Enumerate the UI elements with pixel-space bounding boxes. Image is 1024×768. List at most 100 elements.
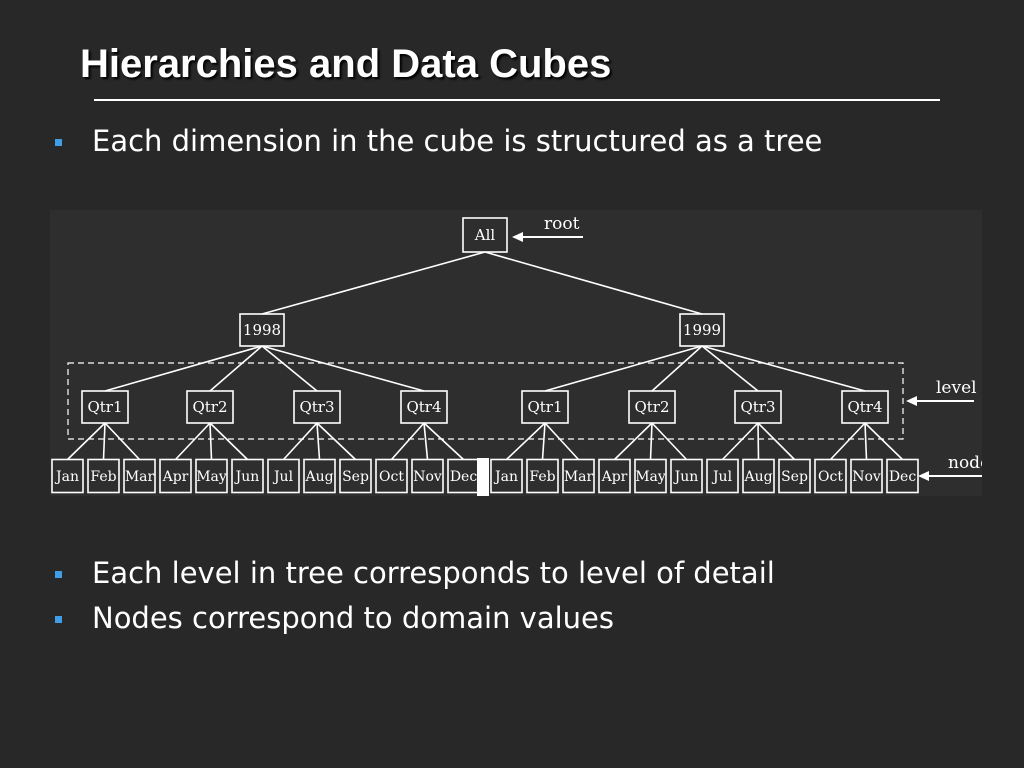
year-to-quarter-edge (209, 345, 263, 392)
quarter-to-month-edge (613, 422, 653, 461)
quarter-to-month-edge (316, 422, 321, 460)
month-node-box (634, 458, 667, 494)
month-node-box (447, 458, 480, 494)
year-to-quarter-edge (261, 345, 318, 392)
level-bracket (67, 362, 904, 440)
month-node-box (231, 458, 264, 494)
quarter-to-month-edge (282, 422, 318, 461)
year-to-quarter-edge (701, 345, 759, 392)
month-node-label: Dec (450, 469, 478, 485)
month-node-label: May (196, 469, 227, 485)
quarter-to-month-edge (102, 422, 106, 460)
month-node-label: Nov (852, 469, 881, 485)
year-node-label: 1998 (243, 321, 281, 339)
root-to-year-edge (484, 251, 703, 315)
root-node-box (462, 217, 508, 253)
month-node-box (742, 458, 775, 494)
quarter-to-month-edge (544, 422, 580, 461)
slide-title: Hierarchies and Data Cubes (80, 42, 612, 86)
root-annotation-arrow-head (512, 232, 523, 242)
month-node-label: Feb (90, 469, 116, 485)
month-node-box (339, 458, 372, 494)
month-node-box (850, 458, 883, 494)
node-annotation-arrow-head (918, 471, 929, 481)
year-node-label: 1999 (683, 321, 721, 339)
month-node-label: Nov (413, 469, 442, 485)
quarter-node-box (81, 390, 129, 424)
quarter-to-month-edge (651, 422, 688, 461)
year-node-box (679, 313, 725, 347)
quarter-node-label: Qtr3 (740, 398, 775, 416)
quarter-to-month-edge (505, 422, 546, 461)
month-node-label: Sep (781, 469, 808, 485)
quarter-node-label: Qtr3 (299, 398, 334, 416)
quarter-to-month-edge (390, 422, 425, 461)
month-node-label: Aug (304, 469, 333, 485)
month-node-label: Aug (743, 469, 772, 485)
quarter-node-label: Qtr2 (192, 398, 227, 416)
month-node-box (195, 458, 228, 494)
root-annotation-label: root (544, 214, 580, 234)
month-node-label: Jul (272, 469, 294, 485)
month-node-label: Apr (162, 469, 189, 485)
quarter-node-box (841, 390, 889, 424)
month-node-label: Mar (125, 469, 155, 485)
month-node-box (526, 458, 559, 494)
month-node-box (303, 458, 336, 494)
quarter-node-box (521, 390, 569, 424)
bullet-marker-icon (55, 139, 62, 146)
year-to-quarter-edge (261, 345, 425, 392)
quarter-to-month-edge (423, 422, 465, 461)
diagram-background (50, 210, 982, 496)
quarter-node-box (186, 390, 234, 424)
level-annotation-arrow-head (906, 396, 917, 406)
month-node-box (159, 458, 192, 494)
quarter-to-month-edge (721, 422, 759, 461)
month-node-label: Sep (342, 469, 369, 485)
month-node-box (562, 458, 595, 494)
month-node-label: Oct (818, 469, 843, 485)
month-node-label: Feb (529, 469, 555, 485)
quarter-to-month-edge (423, 422, 429, 460)
quarter-to-month-edge (316, 422, 357, 461)
bullet-marker-icon (55, 571, 62, 578)
month-node-label: Mar (564, 469, 594, 485)
quarter-to-month-edge (209, 422, 249, 461)
month-node-box (87, 458, 120, 494)
quarter-to-month-edge (829, 422, 866, 461)
title-underline (94, 99, 940, 101)
month-node-label: Dec (889, 469, 917, 485)
month-node-label: Jan (54, 469, 79, 485)
bullet-text: Nodes correspond to domain values (92, 601, 614, 635)
quarter-node-label: Qtr1 (527, 398, 562, 416)
quarter-node-label: Qtr2 (634, 398, 669, 416)
month-node-label: Jun (673, 469, 699, 485)
quarter-to-month-edge (864, 422, 868, 460)
year-to-quarter-edge (701, 345, 866, 392)
month-node-label: Jun (234, 469, 260, 485)
month-node-label: Jul (711, 469, 733, 485)
month-node-label: Apr (601, 469, 628, 485)
quarter-node-label: Qtr4 (406, 398, 441, 416)
month-node-box (411, 458, 444, 494)
month-node-box (814, 458, 847, 494)
month-node-label: Oct (379, 469, 404, 485)
level-annotation-label: level (936, 378, 977, 398)
quarter-to-month-edge (66, 422, 106, 461)
quarter-node-box (400, 390, 448, 424)
root-node-label: All (474, 226, 496, 244)
month-node-box (51, 458, 84, 494)
month-node-box (490, 458, 523, 494)
quarter-to-month-edge (174, 422, 211, 461)
month-node-box (778, 458, 811, 494)
bullet-text: Each level in tree corresponds to level … (92, 556, 775, 590)
quarter-to-month-edge (541, 422, 546, 460)
quarter-to-month-edge (104, 422, 141, 461)
month-node-label: May (635, 469, 666, 485)
year-to-quarter-edge (651, 345, 703, 392)
month-group-divider (477, 458, 489, 496)
month-node-box (375, 458, 408, 494)
quarter-node-box (628, 390, 676, 424)
